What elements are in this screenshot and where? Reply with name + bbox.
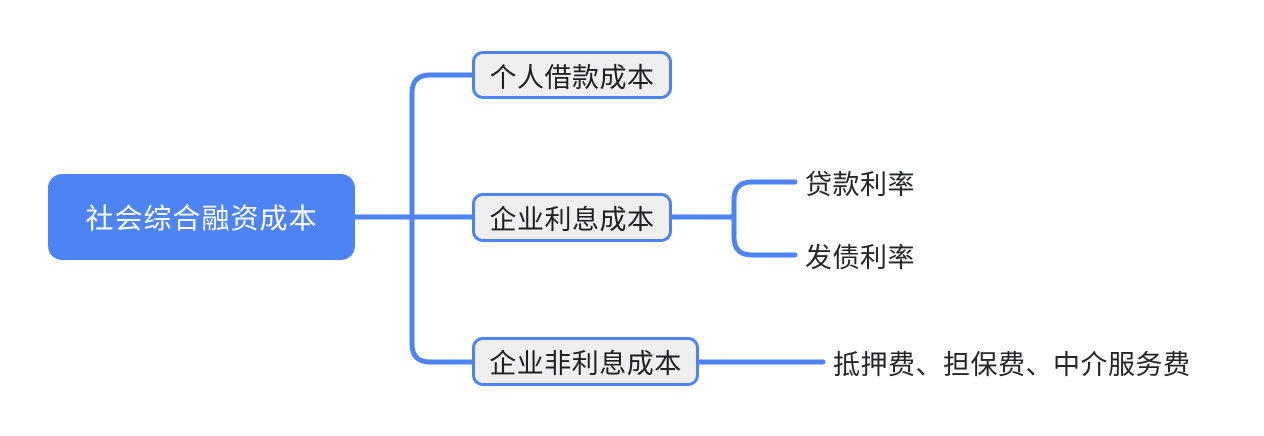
node-branch-label: 企业非利息成本 <box>489 349 682 379</box>
node-branch-label: 个人借款成本 <box>489 62 655 93</box>
connector-branch2-child-bottom <box>731 214 798 258</box>
node-leaf-loan-rate[interactable]: 贷款利率 <box>805 163 915 201</box>
node-leaf-bond-issuance-rate[interactable]: 发债利率 <box>805 236 915 274</box>
node-root[interactable]: 社会综合融资成本 <box>48 174 355 260</box>
node-leaf-fees[interactable]: 抵押费、担保费、中介服务费 <box>833 343 1191 381</box>
connector-trunk-top <box>409 72 475 220</box>
node-branch-enterprise-interest-cost[interactable]: 企业利息成本 <box>472 193 672 242</box>
node-leaf-label: 贷款利率 <box>805 169 915 200</box>
node-branch-enterprise-non-interest-cost[interactable]: 企业非利息成本 <box>472 337 699 386</box>
node-leaf-label: 抵押费、担保费、中介服务费 <box>833 349 1191 380</box>
node-branch-personal-borrowing-cost[interactable]: 个人借款成本 <box>472 51 672 99</box>
connector-branch2-child-top <box>731 179 798 220</box>
connector-trunk-bottom <box>409 214 475 365</box>
node-branch-label: 企业利息成本 <box>489 205 655 235</box>
node-leaf-label: 发债利率 <box>805 242 915 273</box>
node-root-label: 社会综合融资成本 <box>85 203 318 234</box>
